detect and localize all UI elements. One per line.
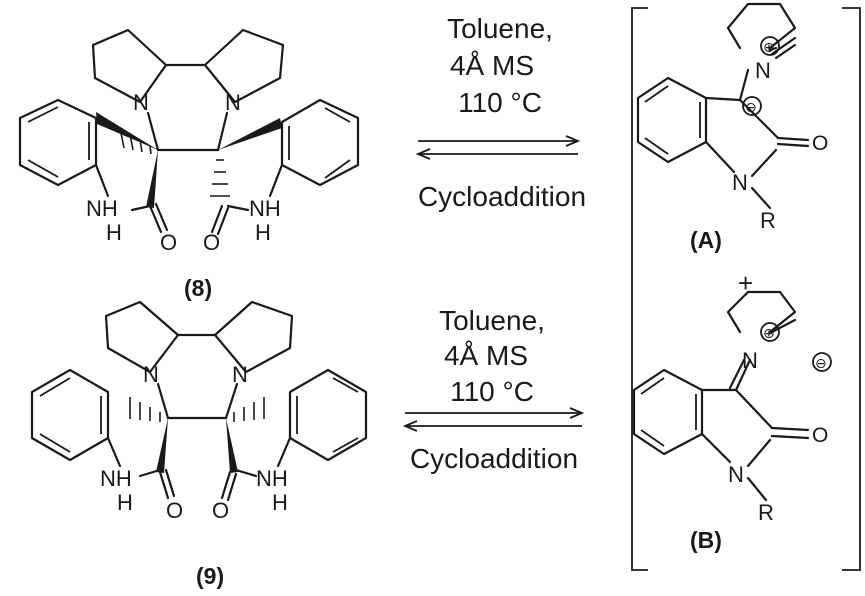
intermediate-b-n-plus: N [742,348,758,373]
top-reverse-label: Cycloaddition [418,181,586,212]
intermediate-a-r: R [760,208,776,233]
intermediate-b-o: O [812,424,828,447]
intermediate-a-minus-charge: ⊖ [745,99,757,115]
top-condition-line-3: 110 °C [458,87,542,118]
compound-8-h-left: H [106,220,122,245]
compound-8-label: (8) [184,275,212,301]
compound-8-nh-left: NH [86,196,118,221]
compound-8-nh-right: NH [249,196,281,221]
compound-9-o-right: O [212,498,229,523]
compound-9-nh-left: NH [100,466,132,491]
intermediate-a-plus-charge: ⊕ [763,39,775,55]
compound-9-o-left: O [166,498,183,523]
intermediate-a-n-ring: N [732,170,748,195]
compound-8-structure: N N NH H O O NH H [18,28,360,255]
compound-9-h-right: H [272,490,288,515]
reaction-conditions-top: Toluene, 4Å MS 110 °C Cycloaddition [415,13,586,212]
top-condition-line-2: 4Å MS [450,50,534,81]
intermediate-a-n-plus: N [755,58,771,83]
compound-9-h-left: H [117,490,133,515]
intermediate-b-minus-charge: ⊖ [815,355,827,371]
intermediate-b-r: R [758,500,774,525]
compound-8-h-right: H [255,220,271,245]
compound-8-n-right: N [225,90,241,115]
bottom-condition-line-3: 110 °C [450,376,534,407]
intermediate-bracket [631,7,861,571]
bottom-reverse-label: Cycloaddition [410,443,578,474]
intermediate-a-structure: N O N R ⊕ ⊖ [636,2,828,233]
compound-9-n-left: N [143,362,159,387]
compound-9-nh-right: NH [256,466,288,491]
intermediate-b-label: (B) [690,527,722,553]
compound-9-structure: N N NH H O O NH H [30,300,368,523]
intermediate-b-structure: N O N R ⊕ ⊖ [632,290,832,525]
intermediate-a-label: (A) [690,227,722,253]
intermediate-b-plus-charge: ⊕ [763,325,775,341]
intermediate-a-o: O [812,132,828,155]
plus-sign: + [738,268,753,298]
reaction-conditions-bottom: Toluene, 4Å MS 110 °C Cycloaddition [402,305,585,474]
compound-8-n-left: N [133,90,149,115]
compound-8-o-left: O [160,230,177,255]
bottom-condition-line-2: 4Å MS [444,340,528,371]
compound-8-o-right: O [203,230,220,255]
top-condition-line-1: Toluene, [447,13,553,44]
compound-9-n-right: N [232,362,248,387]
compound-9-label: (9) [196,563,224,589]
bottom-condition-line-1: Toluene, [439,305,545,336]
intermediate-b-n-ring: N [728,462,744,487]
